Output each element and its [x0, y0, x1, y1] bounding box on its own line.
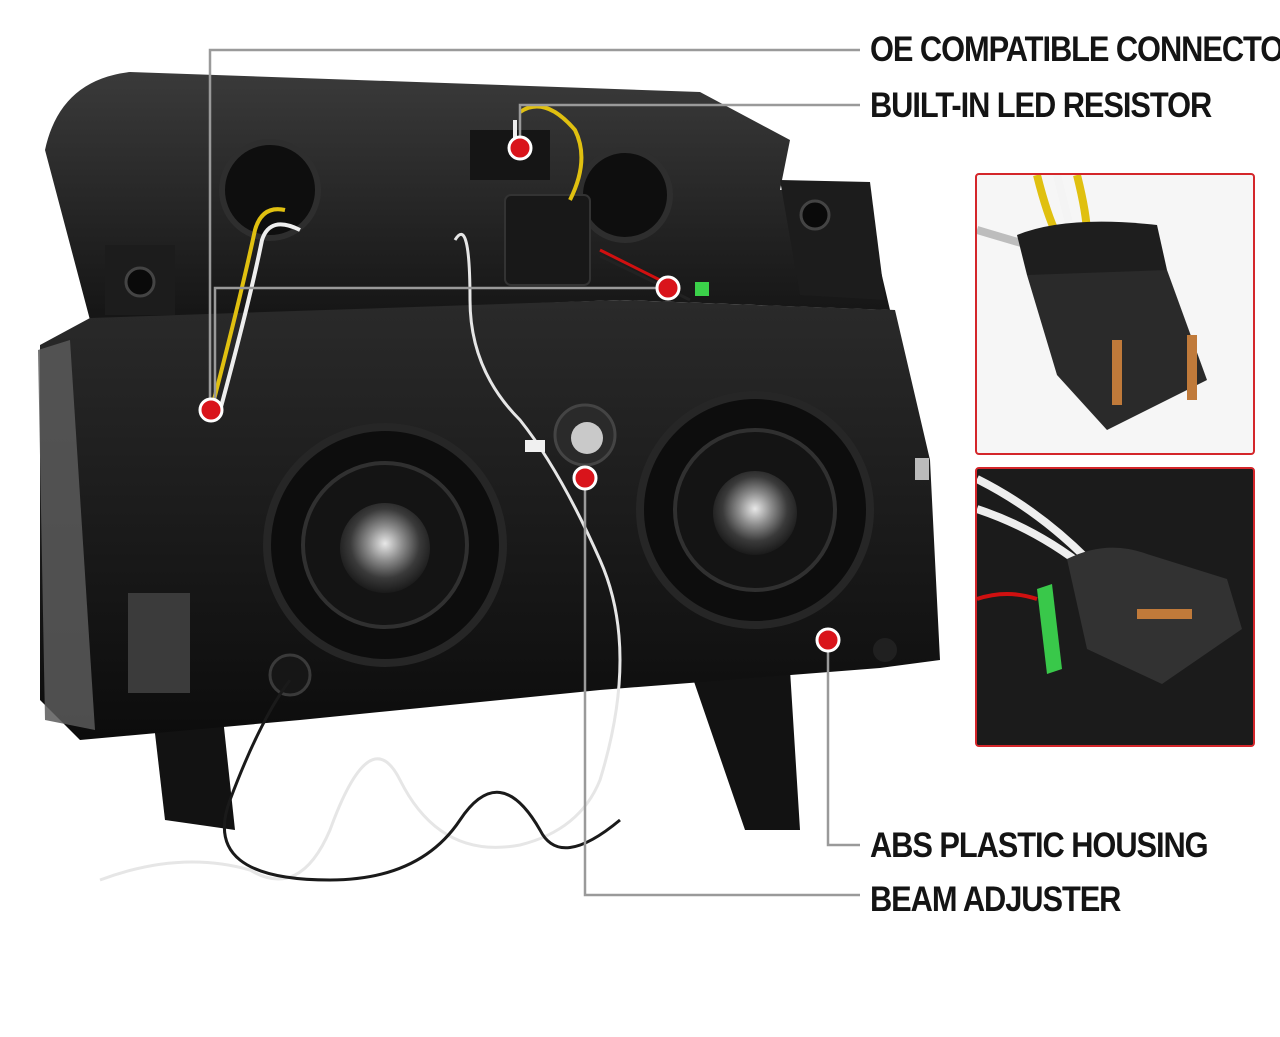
- label-beam-adjuster: BEAM ADJUSTER: [870, 880, 1121, 919]
- inset-plug-closeup: [975, 467, 1255, 747]
- label-built-in-led-resistor: BUILT-IN LED RESISTOR: [870, 86, 1212, 125]
- marker-led-resistor: [507, 135, 533, 161]
- inset-connector-closeup: [975, 173, 1255, 455]
- label-oe-compatible-connectors: OE COMPATIBLE CONNECTORS: [870, 30, 1280, 69]
- marker-oe-connector: [198, 397, 224, 423]
- callout-markers: [198, 135, 841, 653]
- marker-beam-adjuster: [572, 465, 598, 491]
- wiring-harness: [99, 104, 709, 882]
- label-abs-plastic-housing: ABS PLASTIC HOUSING: [870, 826, 1209, 865]
- marker-connector-plug: [655, 275, 681, 301]
- callout-leader-lines: [208, 48, 860, 897]
- headlight-housing: [38, 72, 940, 830]
- marker-abs-housing: [815, 627, 841, 653]
